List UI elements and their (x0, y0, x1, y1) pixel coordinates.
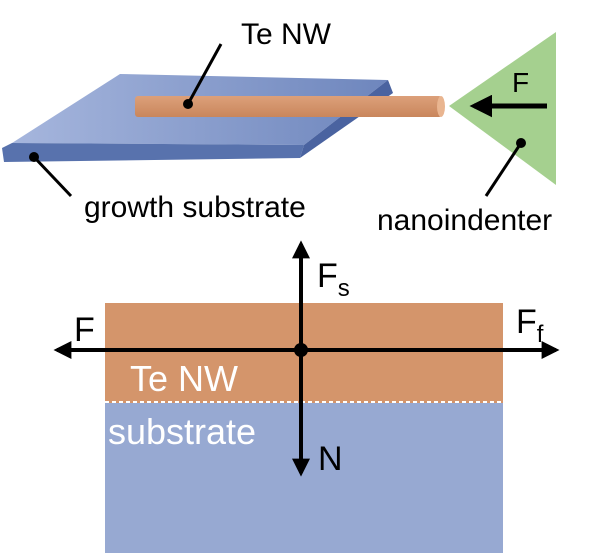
nanowire-end (437, 96, 445, 117)
panel-substrate-label: substrate (108, 411, 256, 452)
friction-force-label: Ff (516, 303, 544, 348)
force-origin-dot (294, 343, 308, 357)
te-nanowire (135, 96, 445, 117)
friction-force-main: F (516, 303, 537, 341)
nanowire-label: Te NW (241, 18, 332, 51)
force-left-label: F (74, 311, 95, 349)
force-up-main: F (317, 257, 338, 295)
friction-force-subscript: f (537, 321, 544, 348)
growth-substrate-label: growth substrate (84, 191, 306, 224)
substrate-leader-dot (29, 152, 39, 162)
nanowire-body (135, 96, 442, 117)
indenter-leader-dot (516, 138, 526, 148)
force-up-subscript: s (338, 275, 350, 302)
panel-substrate-region (105, 403, 503, 553)
nanowire-leader-line (186, 43, 223, 105)
force-up-label: Fs (317, 257, 350, 302)
indenter-force-label: F (512, 67, 529, 98)
panel-nanowire-label: Te NW (130, 358, 238, 399)
substrate-front-face (2, 143, 304, 162)
substrate-leader-line (32, 155, 73, 198)
nanowire-leader-dot (183, 99, 193, 109)
normal-force-label: N (318, 440, 343, 478)
nanoindenter-label: nanoindenter (377, 204, 552, 237)
indenter-leader-line (484, 142, 523, 197)
